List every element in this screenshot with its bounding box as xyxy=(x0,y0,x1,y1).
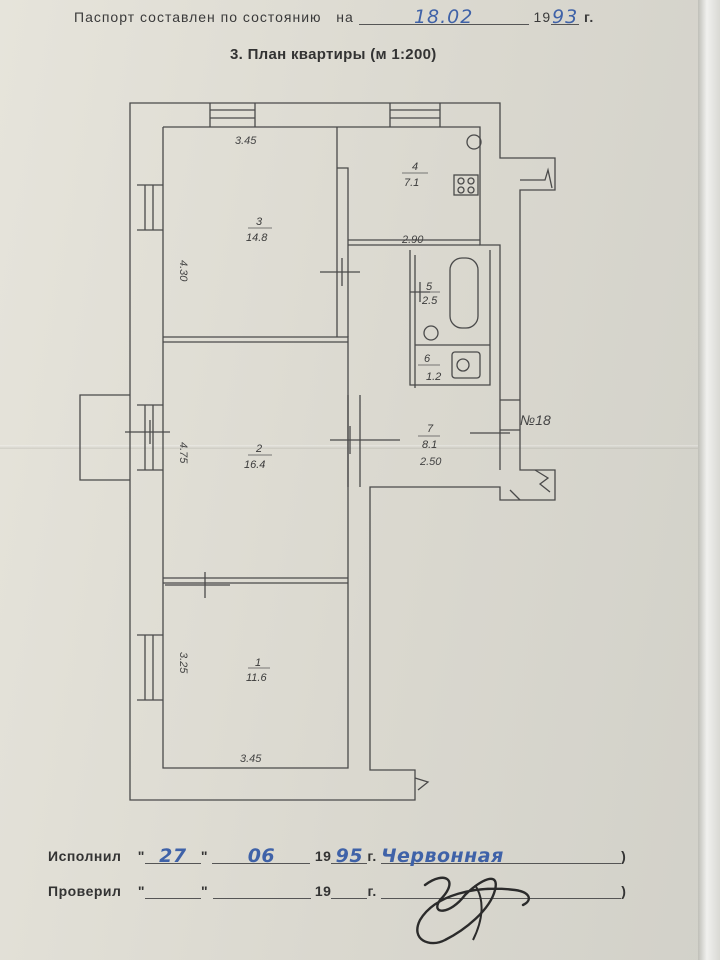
room-3-number: 3 xyxy=(256,216,263,228)
room-4-area: 7.1 xyxy=(404,177,419,189)
dim-room2-height: 4.75 xyxy=(177,442,189,464)
year-value: 93 xyxy=(552,6,579,28)
exec-month-field: 06 xyxy=(212,845,311,867)
check-year-field xyxy=(331,880,368,899)
na-label: на xyxy=(336,9,354,25)
executed-label: Исполнил xyxy=(48,848,122,864)
exec-name: Червонная xyxy=(381,845,504,867)
room-6-area: 1.2 xyxy=(426,371,441,383)
check-month-field xyxy=(212,880,311,899)
exec-day-field: 27 xyxy=(144,845,201,867)
room-labels: 1 11.6 2 16.4 3 14.8 4 7.1 5 2.5 6 1.2 7… xyxy=(244,161,441,684)
exec-century: 19 xyxy=(314,848,332,864)
check-century: 19 xyxy=(314,883,332,899)
check-close-quote: " xyxy=(200,883,209,899)
date-field: 18.02 xyxy=(358,6,529,28)
dimension-labels: 3.45 3.45 2.90 2.50 4.30 4.75 3.25 №18 xyxy=(177,135,551,765)
year-g-label: г. xyxy=(584,9,595,25)
passport-label: Паспорт составлен по состоянию xyxy=(74,9,322,25)
plan-walls xyxy=(79,102,556,801)
check-paren: ) xyxy=(621,883,627,899)
checked-label: Проверил xyxy=(48,883,122,899)
check-open-quote: " xyxy=(137,883,145,899)
room-4-number: 4 xyxy=(412,161,418,173)
room-7-area: 8.1 xyxy=(422,439,437,451)
exec-name-field: Червонная xyxy=(381,845,622,867)
check-signature-field xyxy=(381,880,622,899)
room-5-area: 2.5 xyxy=(421,295,438,307)
passport-header: Паспорт составлен по состоянию на 18.02 … xyxy=(74,6,595,28)
date-value: 18.02 xyxy=(413,6,474,28)
dim-room1-height: 3.25 xyxy=(177,652,189,674)
check-day-field xyxy=(144,880,201,899)
room-2-number: 2 xyxy=(255,443,262,455)
exec-paren: ) xyxy=(621,848,627,864)
exec-month: 06 xyxy=(247,845,276,867)
room-5-number: 5 xyxy=(426,281,433,293)
room-7-number: 7 xyxy=(427,423,434,435)
room-3-area: 14.8 xyxy=(246,232,268,244)
exec-open-quote: " xyxy=(137,848,145,864)
exec-year: 95 xyxy=(335,845,364,867)
dim-kitchen-width: 2.90 xyxy=(401,234,424,246)
signature-image xyxy=(416,876,530,945)
dim-corridor-width: 2.50 xyxy=(419,456,442,468)
checked-row: Проверил " " 19 г. ) xyxy=(48,880,626,899)
plan-title: 3. План квартиры (м 1:200) xyxy=(230,46,437,63)
exec-day: 27 xyxy=(159,845,187,867)
century-label: 19 xyxy=(533,9,552,25)
page-edge xyxy=(698,0,720,960)
check-g-label: г. xyxy=(367,883,377,899)
year-field: 93 xyxy=(551,6,580,28)
exec-close-quote: " xyxy=(200,848,209,864)
room-6-number: 6 xyxy=(424,353,431,365)
dim-top-width: 3.45 xyxy=(235,135,257,147)
room-1-area: 11.6 xyxy=(246,672,267,684)
dim-bottom-width: 3.45 xyxy=(240,753,262,765)
room-2-area: 16.4 xyxy=(244,459,265,471)
room-1-number: 1 xyxy=(255,657,261,669)
apartment-number: №18 xyxy=(520,412,551,428)
exec-g-label: г. xyxy=(367,848,377,864)
exec-year-field: 95 xyxy=(331,845,368,867)
dim-room3-height: 4.30 xyxy=(177,260,189,282)
